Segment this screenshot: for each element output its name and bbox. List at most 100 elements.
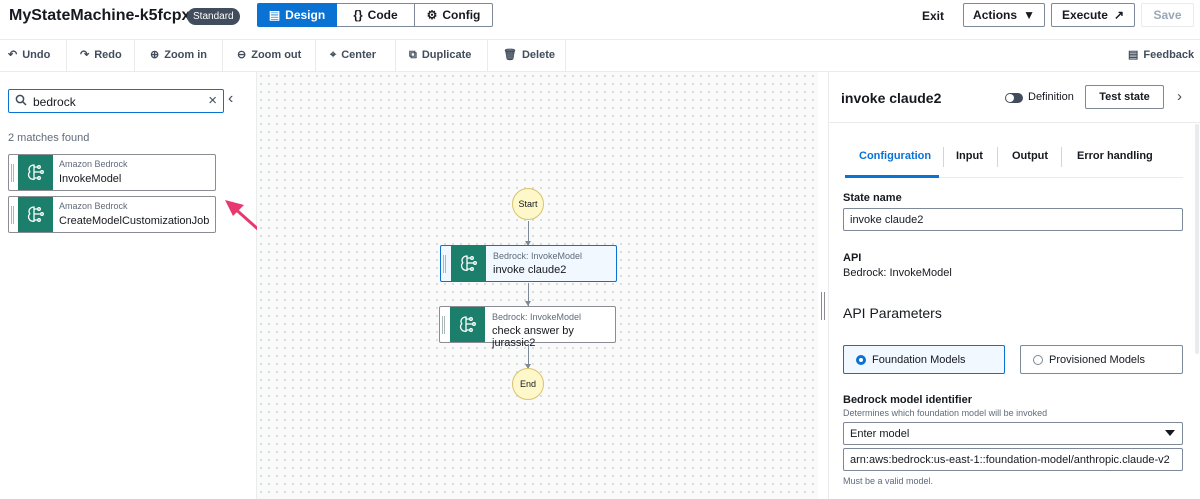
definition-toggle[interactable] <box>1005 93 1023 103</box>
center-button[interactable]: ⌖ Center <box>330 49 376 61</box>
states-browser-panel: bedrock × ‹ 2 matches found Amazon Bedro… <box>0 72 257 499</box>
drag-handle-icon[interactable] <box>442 316 445 334</box>
page-title: MyStateMachine-k5fcpxs88 <box>9 7 218 24</box>
workflow-canvas[interactable]: Start Bedrock: InvokeModel invoke claude… <box>257 72 818 499</box>
result-service: Amazon Bedrock <box>59 201 128 211</box>
scrollbar[interactable] <box>1195 124 1199 354</box>
caret-down-icon: ▼ <box>1023 8 1035 22</box>
undo-label: Undo <box>22 49 51 61</box>
feedback-icon: ▤ <box>1128 48 1139 61</box>
result-service: Amazon Bedrock <box>59 159 128 169</box>
toolbar-divider <box>395 40 396 72</box>
config-mode-button[interactable]: ⚙ Config <box>415 3 493 27</box>
result-action: CreateModelCustomizationJob <box>59 215 210 227</box>
zoom-in-label: Zoom in <box>164 49 207 61</box>
active-tab-indicator <box>845 175 939 178</box>
toolbar-divider <box>565 40 566 72</box>
feedback-button[interactable]: ▤ Feedback <box>1128 49 1194 61</box>
start-node[interactable]: Start <box>512 188 544 220</box>
design-icon: ▤ <box>268 8 281 22</box>
crosshair-icon: ⌖ <box>330 48 337 61</box>
feedback-label: Feedback <box>1143 49 1195 61</box>
state-type: Bedrock: InvokeModel <box>492 312 582 322</box>
inspector-title: invoke claude2 <box>841 90 942 106</box>
undo-button[interactable]: ↶ Undo <box>8 49 50 61</box>
duplicate-label: Duplicate <box>421 49 472 61</box>
model-id-description: Determines which foundation model will b… <box>843 408 1048 418</box>
arrow-head-icon <box>525 364 531 369</box>
zoom-out-icon: ⊖ <box>237 48 247 61</box>
delete-label: Delete <box>521 49 555 61</box>
chevron-left-icon[interactable]: ‹ <box>228 90 234 107</box>
braces-icon: {} <box>353 8 363 22</box>
provisioned-models-option[interactable]: Provisioned Models <box>1020 345 1183 374</box>
duplicate-button[interactable]: ⧉ Duplicate <box>409 49 471 61</box>
zoom-in-icon: ⊕ <box>150 48 160 61</box>
config-label: Config <box>442 8 481 22</box>
tab-input[interactable]: Input <box>956 150 983 162</box>
state-node-invoke-claude2[interactable]: Bedrock: InvokeModel invoke claude2 <box>440 245 617 282</box>
undo-icon: ↶ <box>8 48 18 61</box>
mode-switcher: ▤ Design {} Code ⚙ Config <box>257 3 493 27</box>
redo-icon: ↷ <box>80 48 90 61</box>
type-badge: Standard <box>187 8 240 25</box>
execute-button[interactable]: Execute ↗ <box>1051 3 1135 27</box>
actions-dropdown-button[interactable]: Actions ▼ <box>963 3 1045 27</box>
inspector-panel: invoke claude2 Definition Test state › C… <box>828 72 1200 499</box>
radio-selected-icon <box>856 354 866 365</box>
bedrock-brain-icon <box>18 155 53 190</box>
actions-label: Actions <box>973 8 1018 22</box>
delete-button[interactable]: 🗑 Delete <box>503 49 555 61</box>
divider <box>829 122 1200 123</box>
tab-configuration[interactable]: Configuration <box>859 150 932 162</box>
redo-label: Redo <box>94 49 122 61</box>
foundation-models-option[interactable]: Foundation Models <box>843 345 1005 374</box>
center-label: Center <box>341 49 377 61</box>
design-label: Design <box>285 8 326 22</box>
test-state-button[interactable]: Test state <box>1085 85 1164 109</box>
api-value: Bedrock: InvokeModel <box>843 267 952 279</box>
panel-resize-handle[interactable] <box>821 292 825 320</box>
search-input[interactable]: bedrock × <box>8 89 224 113</box>
search-icon <box>15 94 27 109</box>
redo-button[interactable]: ↷ Redo <box>80 49 122 61</box>
model-select-value: Enter model <box>850 428 910 440</box>
drag-handle-icon[interactable] <box>443 255 446 273</box>
model-select[interactable]: Enter model <box>843 422 1183 445</box>
connector <box>528 221 529 245</box>
state-name: check answer by jurassic2 <box>492 325 574 349</box>
design-mode-button[interactable]: ▤ Design <box>257 3 337 27</box>
tab-output[interactable]: Output <box>1012 150 1049 162</box>
search-result-item[interactable]: Amazon Bedrock CreateModelCustomizationJ… <box>8 196 216 233</box>
state-node-check-answer[interactable]: Bedrock: InvokeModel check answer by jur… <box>439 306 616 349</box>
drag-handle-icon[interactable] <box>11 164 14 182</box>
state-type: Bedrock: InvokeModel <box>493 251 583 261</box>
match-count: 2 matches found <box>8 132 90 144</box>
drag-handle-icon[interactable] <box>11 206 14 224</box>
save-button[interactable]: Save <box>1141 3 1194 27</box>
zoom-out-label: Zoom out <box>251 49 302 61</box>
external-link-icon: ↗ <box>1113 8 1125 22</box>
duplicate-icon: ⧉ <box>409 48 417 61</box>
chevron-right-icon[interactable]: › <box>1177 88 1182 105</box>
radio-empty-icon <box>1033 354 1043 365</box>
provisioned-models-label: Provisioned Models <box>1049 353 1145 366</box>
end-node[interactable]: End <box>512 368 544 400</box>
app-header: MyStateMachine-k5fcpxs88 Standard ▤ Desi… <box>0 0 1200 40</box>
tabs-baseline <box>845 177 1183 178</box>
close-icon[interactable]: × <box>208 92 217 109</box>
zoom-out-button[interactable]: ⊖ Zoom out <box>237 49 301 61</box>
code-mode-button[interactable]: {} Code <box>337 3 415 27</box>
arrow-head-icon <box>525 241 531 246</box>
api-parameters-title: API Parameters <box>843 305 942 321</box>
model-id-label: Bedrock model identifier <box>843 394 972 406</box>
tab-error-handling[interactable]: Error handling <box>1077 150 1153 162</box>
state-name: invoke claude2 <box>493 264 567 276</box>
zoom-in-button[interactable]: ⊕ Zoom in <box>150 49 207 61</box>
exit-link[interactable]: Exit <box>922 9 945 23</box>
model-arn-input[interactable]: arn:aws:bedrock:us-east-1::foundation-mo… <box>843 448 1183 471</box>
search-result-item[interactable]: Amazon Bedrock InvokeModel <box>8 154 216 191</box>
toolbar-divider <box>222 40 223 72</box>
api-label: API <box>843 252 862 264</box>
state-name-input[interactable]: invoke claude2 <box>843 208 1183 231</box>
